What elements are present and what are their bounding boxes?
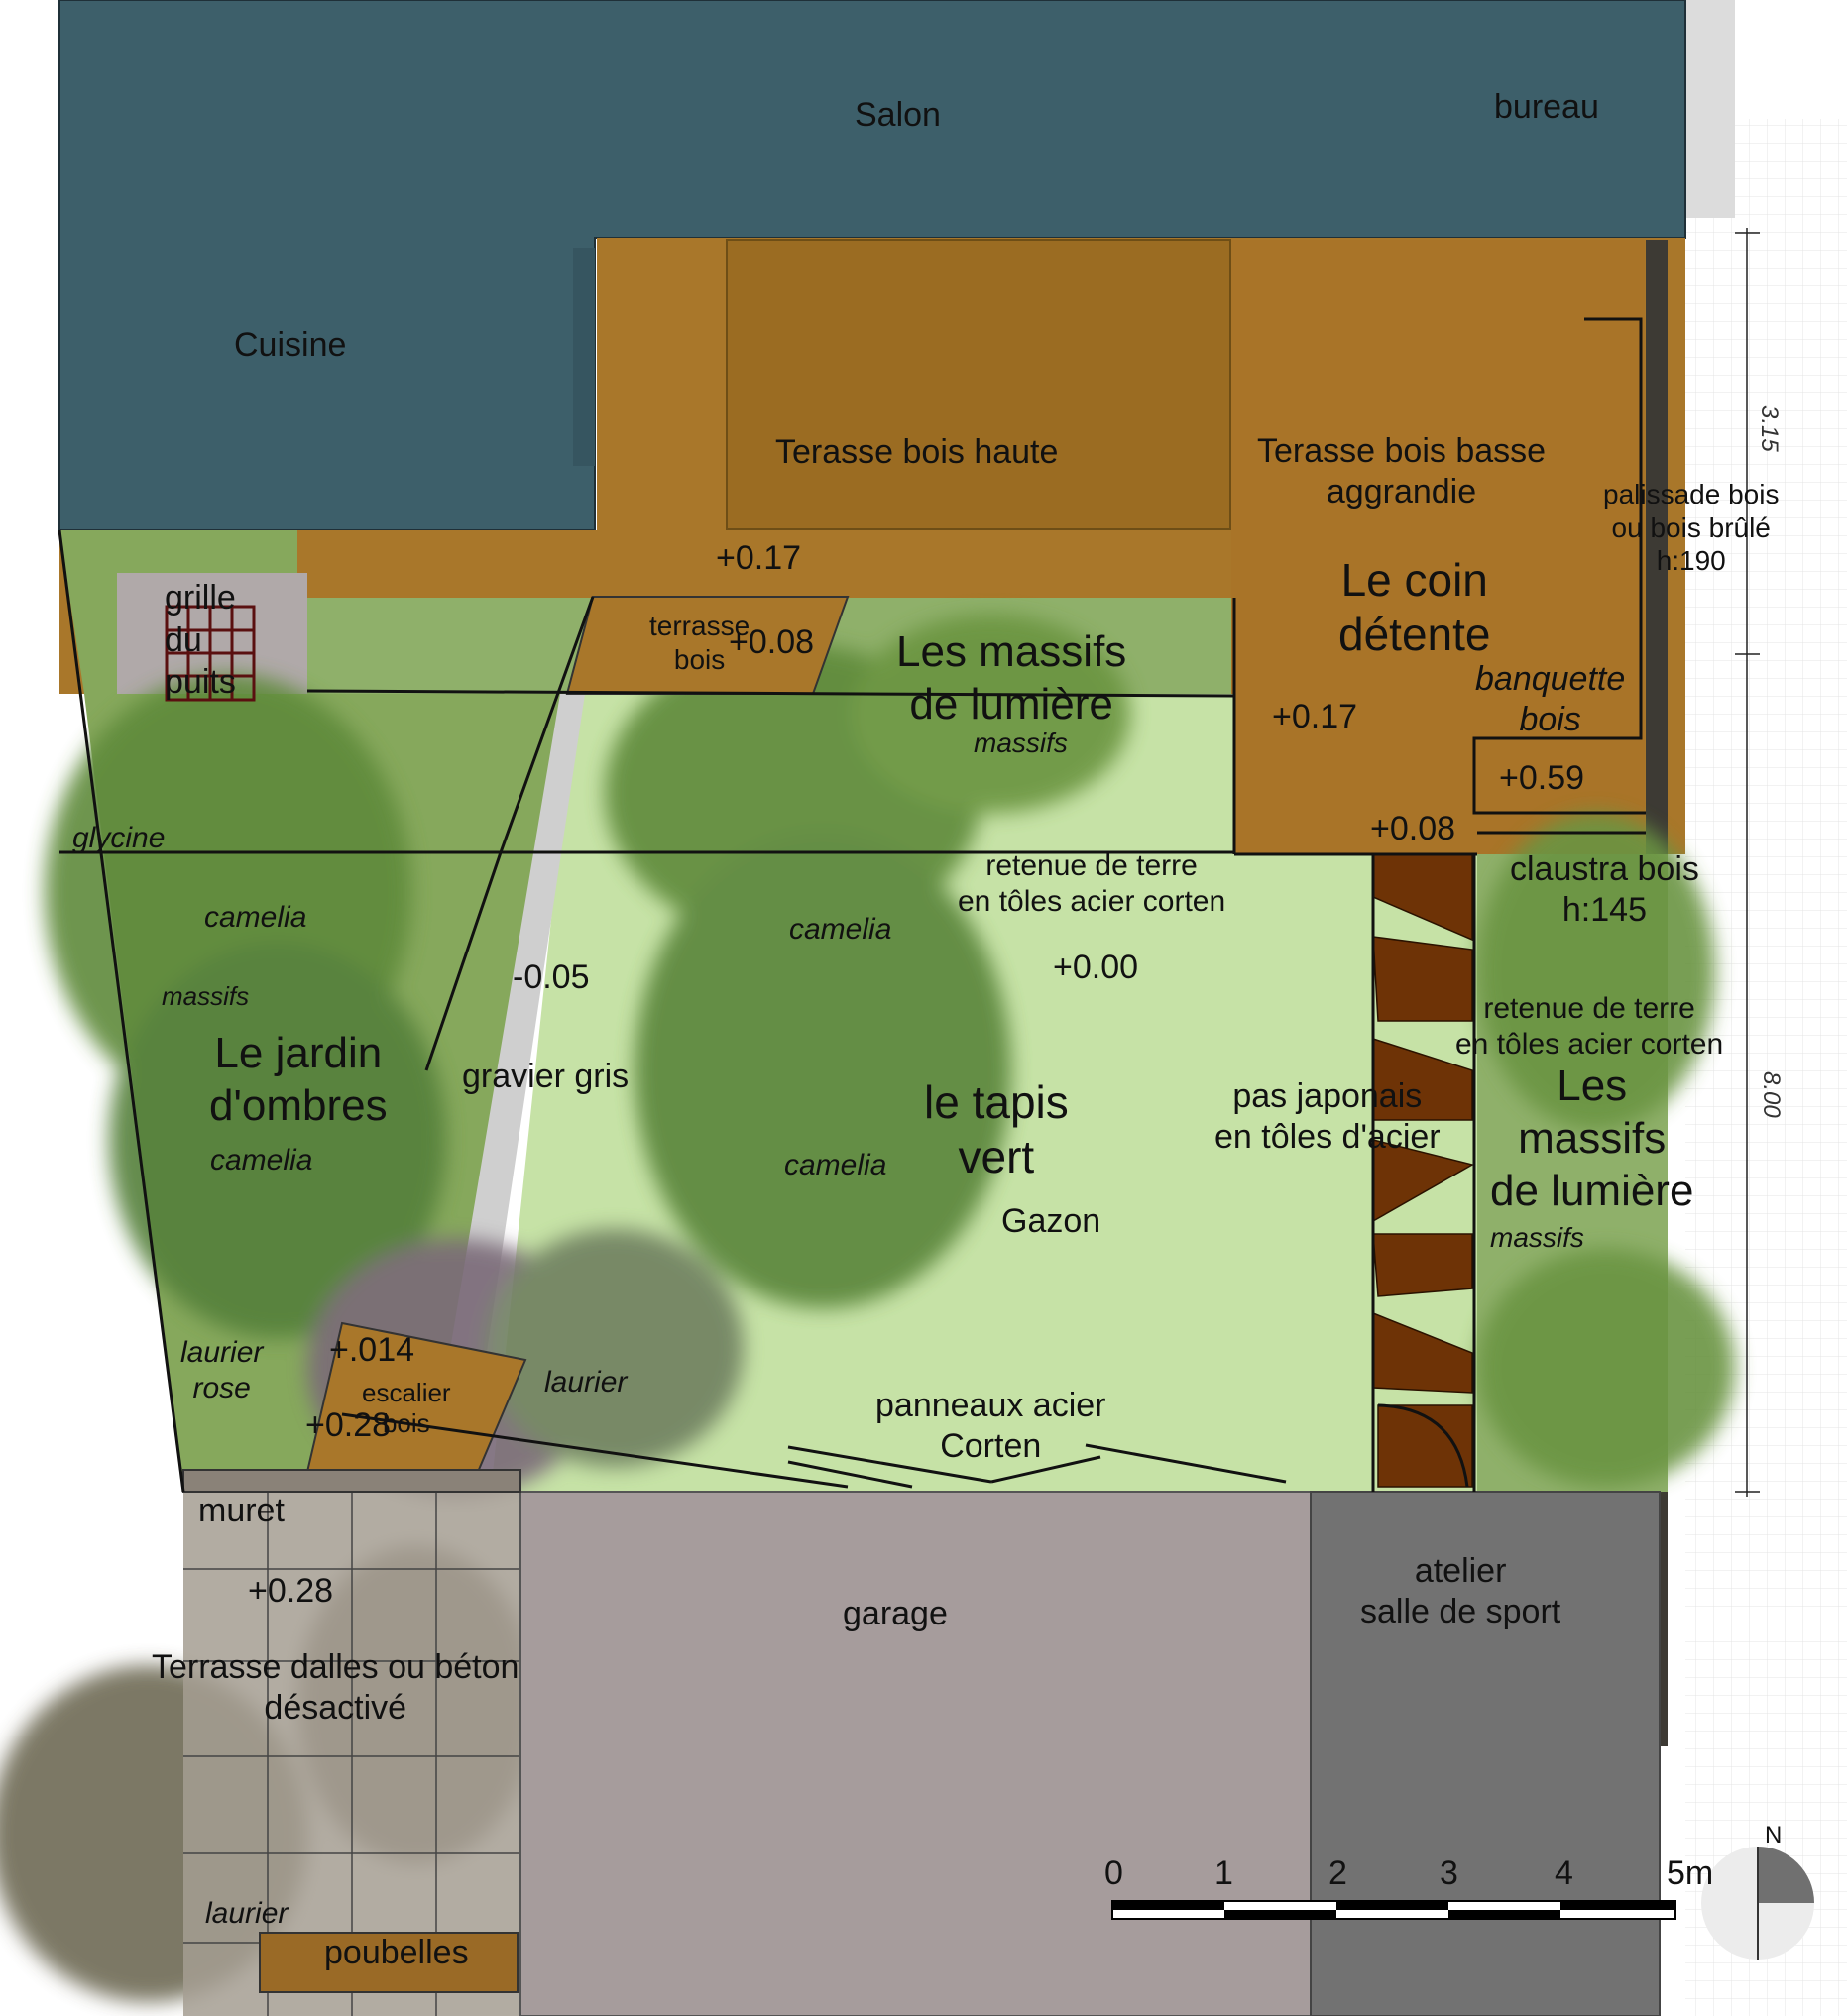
level-6: +0.00 — [1053, 949, 1139, 986]
camelia-label-1: camelia — [204, 901, 307, 934]
outline-lines — [58, 317, 1646, 1493]
scale-tick-5: 5m — [1667, 1854, 1714, 1892]
grille-area — [117, 573, 307, 694]
scale-tick-2: 2 — [1328, 1854, 1347, 1892]
glycine-label: glycine — [72, 822, 166, 854]
poubelles-box — [259, 1932, 519, 1993]
retenue-right-label: retenue de terre en tôles acier corten — [1455, 992, 1724, 1061]
deck-high — [726, 239, 1231, 530]
panneaux-label: panneaux acier Corten — [875, 1387, 1106, 1465]
banquette-label: banquette bois — [1475, 660, 1626, 738]
sketch-shadow — [1685, 0, 1735, 218]
level-9: +0.28 — [305, 1406, 392, 1444]
terrace-basse-label: Terasse bois basse aggrandie — [1257, 432, 1547, 510]
palissade-label: palissade bois ou bois brûlé h:190 — [1603, 479, 1780, 577]
north-arrow — [1701, 1847, 1814, 1960]
level-7: -0.05 — [513, 958, 590, 996]
small-deck-label: terrasse bois — [649, 611, 750, 675]
laurier-rose-label: laurier rose — [180, 1336, 264, 1404]
level-8: +.014 — [329, 1331, 415, 1369]
poubelles-label: poubelles — [324, 1934, 469, 1971]
scale-tick-4: 4 — [1555, 1854, 1573, 1892]
house-step — [573, 248, 595, 466]
level-4: +0.59 — [1499, 759, 1585, 797]
level-1: +0.17 — [716, 539, 802, 577]
deck-low — [1231, 240, 1645, 854]
grille-label: grille du puits — [165, 579, 236, 701]
level-3: +0.17 — [1272, 698, 1358, 735]
scale-tick-0: 0 — [1104, 1854, 1123, 1892]
massifs-top-label: Les massifs de lumière — [896, 627, 1127, 728]
garage-label: garage — [843, 1595, 948, 1632]
claustra-label: claustra bois h:145 — [1510, 850, 1699, 929]
massifs-right-sub: massifs — [1490, 1222, 1584, 1253]
dimension-2: 8.00 — [1757, 1071, 1785, 1118]
jardin-ombres-label: Le jardin d'ombres — [209, 1029, 388, 1130]
level-5: +0.08 — [1370, 810, 1456, 847]
corten-arc — [1377, 1403, 1469, 1488]
massifs-top-sub: massifs — [974, 728, 1068, 758]
camelia-label-3: camelia — [210, 1144, 313, 1176]
muret — [182, 1469, 521, 1493]
garage — [519, 1491, 1312, 2016]
muret-label: muret — [198, 1492, 285, 1529]
gazon-label: Gazon — [1001, 1202, 1101, 1240]
north-label: N — [1765, 1822, 1783, 1848]
cuisine-label: Cuisine — [234, 326, 347, 364]
level-10: +0.28 — [248, 1572, 334, 1610]
dalles-label: Terrasse dalles ou béton désactivé — [152, 1648, 519, 1727]
pas-japonais-label: pas japonais en tôles d'acier — [1214, 1077, 1441, 1156]
level-2: +0.08 — [729, 623, 815, 661]
camelia-label-4: camelia — [784, 1149, 887, 1181]
massifs-left-label: massifs — [162, 981, 250, 1011]
coin-detente-label: Le coin détente — [1338, 554, 1491, 661]
escalier-label: escalier bois — [362, 1378, 451, 1439]
atelier-label: atelier salle de sport — [1360, 1552, 1561, 1630]
grille-du-puits — [165, 605, 256, 702]
bureau-label: bureau — [1494, 88, 1599, 126]
laurier-label-1: laurier — [544, 1366, 628, 1399]
laurier-label-2: laurier — [205, 1897, 289, 1930]
corten-steps — [1372, 853, 1474, 1488]
salon-label: Salon — [855, 96, 941, 134]
atelier — [1310, 1491, 1661, 2016]
gravier-label: gravier gris — [462, 1058, 630, 1095]
dimension-lines — [1735, 228, 1760, 1497]
tapis-vert-label: le tapis vert — [924, 1076, 1069, 1183]
scale-tick-1: 1 — [1214, 1854, 1233, 1892]
scale-tick-3: 3 — [1440, 1854, 1458, 1892]
sketch-paper — [1685, 119, 1847, 2016]
terrace-haute-label: Terasse bois haute — [775, 433, 1059, 471]
massifs-right-label: Les massifs de lumière — [1490, 1062, 1694, 1215]
scale-bar — [1111, 1900, 1676, 1920]
camelia-label-2: camelia — [789, 913, 892, 946]
dimension-1: 3.15 — [1755, 405, 1783, 452]
retenue-top-label: retenue de terre en tôles acier corten — [958, 849, 1226, 918]
